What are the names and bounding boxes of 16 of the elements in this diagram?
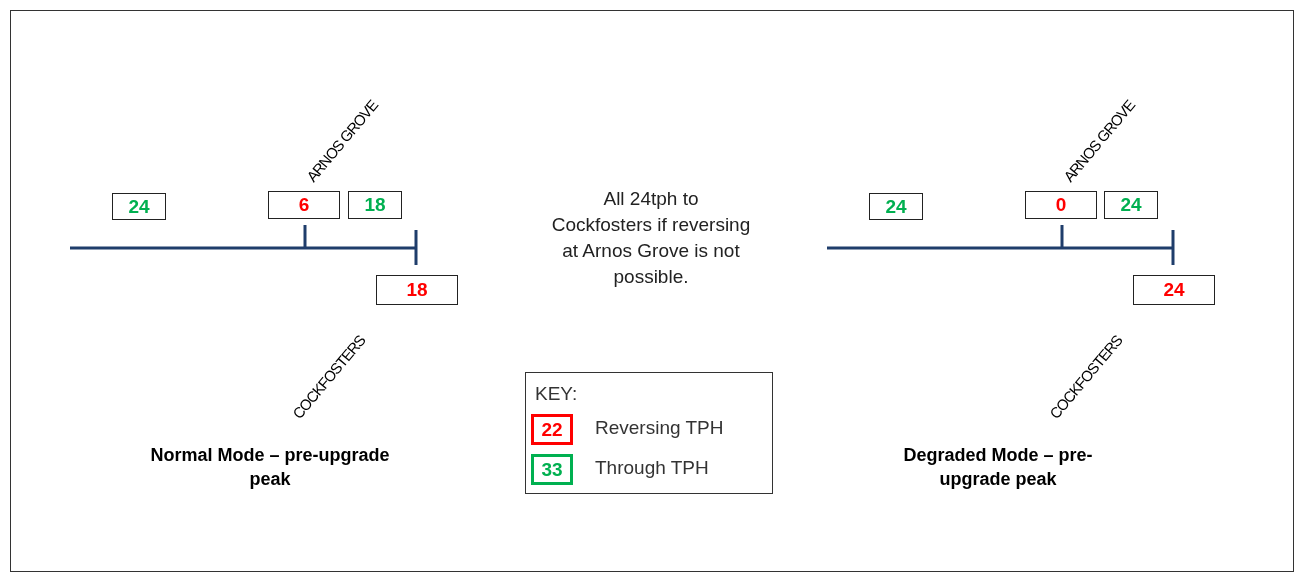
tph-value: 0 [1025, 191, 1097, 219]
tph-value: 24 [869, 193, 923, 220]
tph-value: 18 [348, 191, 402, 219]
tph-value: 6 [268, 191, 340, 219]
legend-text: Reversing TPH [595, 417, 724, 439]
legend-text: Through TPH [595, 457, 709, 479]
tph-value: 24 [1133, 275, 1215, 305]
key-sample: 33 [533, 456, 571, 483]
mode-title: Normal Mode – pre-upgrade peak [149, 444, 391, 491]
mode-title: Degraded Mode – pre-upgrade peak [902, 444, 1094, 491]
tph-value: 18 [376, 275, 458, 305]
key-sample: 22 [533, 416, 571, 443]
note-text: All 24tph to Cockfosters if reversing at Arnos Grove is not possible. [551, 187, 751, 289]
tph-value: 24 [1104, 191, 1158, 219]
key-title: KEY: [535, 383, 578, 405]
tph-value: 24 [112, 193, 166, 220]
